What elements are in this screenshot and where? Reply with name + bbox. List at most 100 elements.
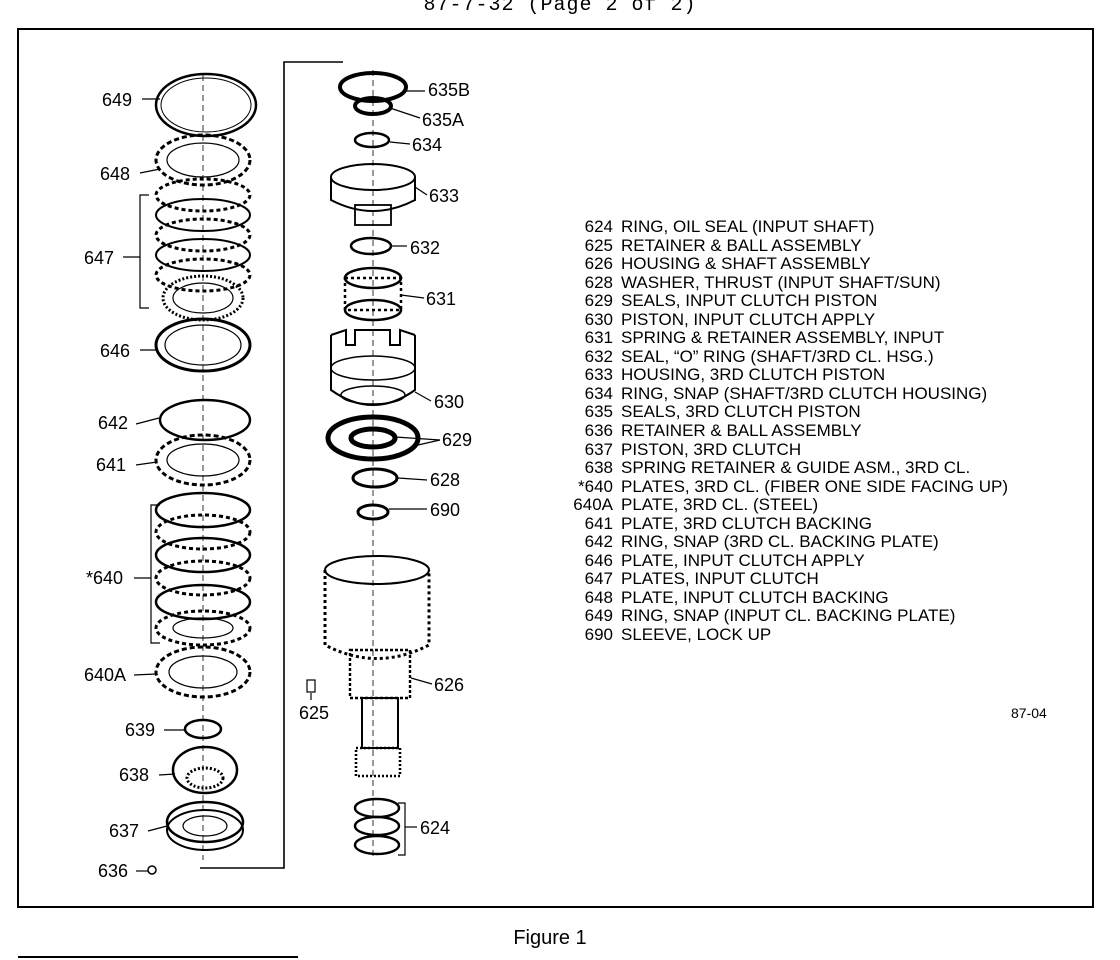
footer-rule (18, 956, 298, 958)
legend-part-number: 633 (584, 365, 613, 385)
label-641: 641 (96, 455, 127, 475)
label-630: 630 (434, 392, 465, 412)
legend-part-number: 641 (584, 513, 613, 533)
figure-caption: Figure 1 (513, 927, 587, 949)
legend-part-description: PLATE, 3RD CLUTCH BACKING (621, 513, 872, 533)
legend-part-description: RING, SNAP (SHAFT/3RD CLUTCH HOUSING) (621, 383, 988, 403)
connection-line (200, 61, 343, 869)
label-637: 637 (109, 821, 140, 841)
page-header: 87-7-32 (Page 2 of 2) (423, 0, 697, 17)
label-632: 632 (410, 238, 441, 258)
label-648: 648 (100, 164, 131, 184)
part-648-backing-plate (154, 133, 252, 187)
label-639: 639 (125, 720, 156, 740)
legend-part-number: 637 (584, 439, 613, 459)
label-647: 647 (84, 248, 115, 268)
label-642: 642 (98, 413, 129, 433)
legend-row: 632 SEAL, “O” RING (SHAFT/3RD CL. HSG.) (563, 346, 1008, 367)
legend-row: 641 PLATE, 3RD CLUTCH BACKING (563, 513, 1008, 534)
legend-part-number: 630 (584, 309, 613, 329)
reference-code: 87-04 (1011, 705, 1047, 721)
label-633: 633 (429, 186, 460, 206)
legend-part-description: SLEEVE, LOCK UP (621, 625, 772, 645)
part-633-housing (330, 163, 416, 226)
legend-row: 626 HOUSING & SHAFT ASSEMBLY (563, 255, 1008, 274)
part-635A-seal (353, 96, 393, 116)
legend-part-description: HOUSING, 3RD CLUTCH PISTON (621, 365, 886, 385)
part-636-retainer (147, 865, 157, 875)
legend-part-number: 640A (573, 495, 613, 515)
legend-part-number: 646 (584, 550, 613, 570)
part-641-backing-plate (154, 433, 252, 487)
part-634-snap-ring (353, 131, 391, 149)
legend-part-description: WASHER, THRUST (INPUT SHAFT/SUN) (621, 272, 941, 292)
legend-part-number: 642 (584, 532, 613, 552)
legend-row: 636 RETAINER & BALL ASSEMBLY (563, 421, 1008, 441)
part-631-spring-retainer (343, 266, 403, 322)
legend-row: 690 SLEEVE, LOCK UP (563, 625, 1008, 645)
legend-part-number: 631 (584, 328, 613, 348)
legend-part-number: 629 (584, 291, 613, 311)
label-629: 629 (442, 430, 473, 450)
legend-row: 640A PLATE, 3RD CL. (STEEL) (563, 496, 1008, 515)
legend-part-description: SEALS, 3RD CLUTCH PISTON (621, 402, 861, 422)
label-635A: 635A (422, 110, 465, 130)
legend-row: 633 HOUSING, 3RD CLUTCH PISTON (563, 366, 1008, 385)
legend-part-description: SEAL, “O” RING (SHAFT/3RD CL. HSG.) (621, 346, 934, 366)
legend-part-description: SPRING & RETAINER ASSEMBLY, INPUT (621, 328, 945, 348)
legend-row: *640 PLATES, 3RD CL. (FIBER ONE SIDE FACI… (563, 476, 1008, 497)
part-635B-seal (338, 71, 408, 103)
bracket-624 (398, 802, 406, 856)
legend-part-description: RETAINER & BALL ASSEMBLY (621, 235, 862, 255)
label-640: *640 (86, 568, 124, 588)
part-632-o-ring (349, 236, 393, 256)
label-640A: 640A (84, 665, 127, 685)
legend-part-description: PLATE, 3RD CL. (STEEL) (621, 495, 819, 515)
legend-part-number: 690 (584, 625, 613, 645)
label-690: 690 (430, 500, 461, 520)
label-631: 631 (426, 289, 457, 309)
bracket-647 (139, 194, 149, 309)
part-640A-steel-plate (154, 645, 252, 699)
part-624-oil-seal (353, 797, 401, 856)
legend-part-description: PLATE, INPUT CLUTCH APPLY (621, 550, 865, 570)
legend-row: 649 RING, SNAP (INPUT CL. BACKING PLATE) (563, 607, 1008, 626)
legend-part-number: 632 (584, 346, 613, 366)
legend-part-number: 625 (584, 235, 613, 255)
part-642-snap-ring (158, 398, 252, 442)
part-626-housing-shaft (323, 555, 431, 778)
legend-part-number: 638 (584, 458, 613, 478)
label-646: 646 (100, 341, 131, 361)
legend-row: 634 RING, SNAP (SHAFT/3RD CLUTCH HOUSING) (563, 383, 1008, 404)
label-636: 636 (98, 861, 129, 881)
label-628: 628 (430, 470, 461, 490)
legend-part-number: 626 (584, 254, 613, 274)
label-635B: 635B (428, 80, 471, 100)
part-646-apply-plate (154, 317, 252, 373)
part-640-plates (154, 491, 252, 647)
legend-part-description: PLATES, INPUT CLUTCH (621, 569, 819, 589)
legend-part-number: 635 (584, 402, 613, 422)
part-639-ring (183, 718, 223, 740)
legend-part-description: RING, SNAP (INPUT CL. BACKING PLATE) (621, 606, 956, 626)
legend-part-description: RETAINER & BALL ASSEMBLY (621, 421, 862, 441)
part-690-sleeve (356, 503, 390, 521)
legend-part-description: RING, SNAP (3RD CL. BACKING PLATE) (621, 532, 939, 552)
legend-part-number: 649 (584, 606, 613, 626)
legend-part-number: 628 (584, 272, 613, 292)
legend-part-number: 648 (584, 587, 613, 607)
legend-part-number: 636 (584, 421, 613, 441)
legend-part-description: PLATES, 3RD CL. (FIBER ONE SIDE FACING U… (621, 476, 1008, 496)
legend-part-description: HOUSING & SHAFT ASSEMBLY (621, 254, 871, 274)
legend-part-number: *640 (578, 476, 613, 496)
legend-part-number: 634 (584, 383, 613, 403)
legend-row: 642 RING, SNAP (3RD CL. BACKING PLATE) (563, 533, 1008, 552)
label-634: 634 (412, 135, 443, 155)
